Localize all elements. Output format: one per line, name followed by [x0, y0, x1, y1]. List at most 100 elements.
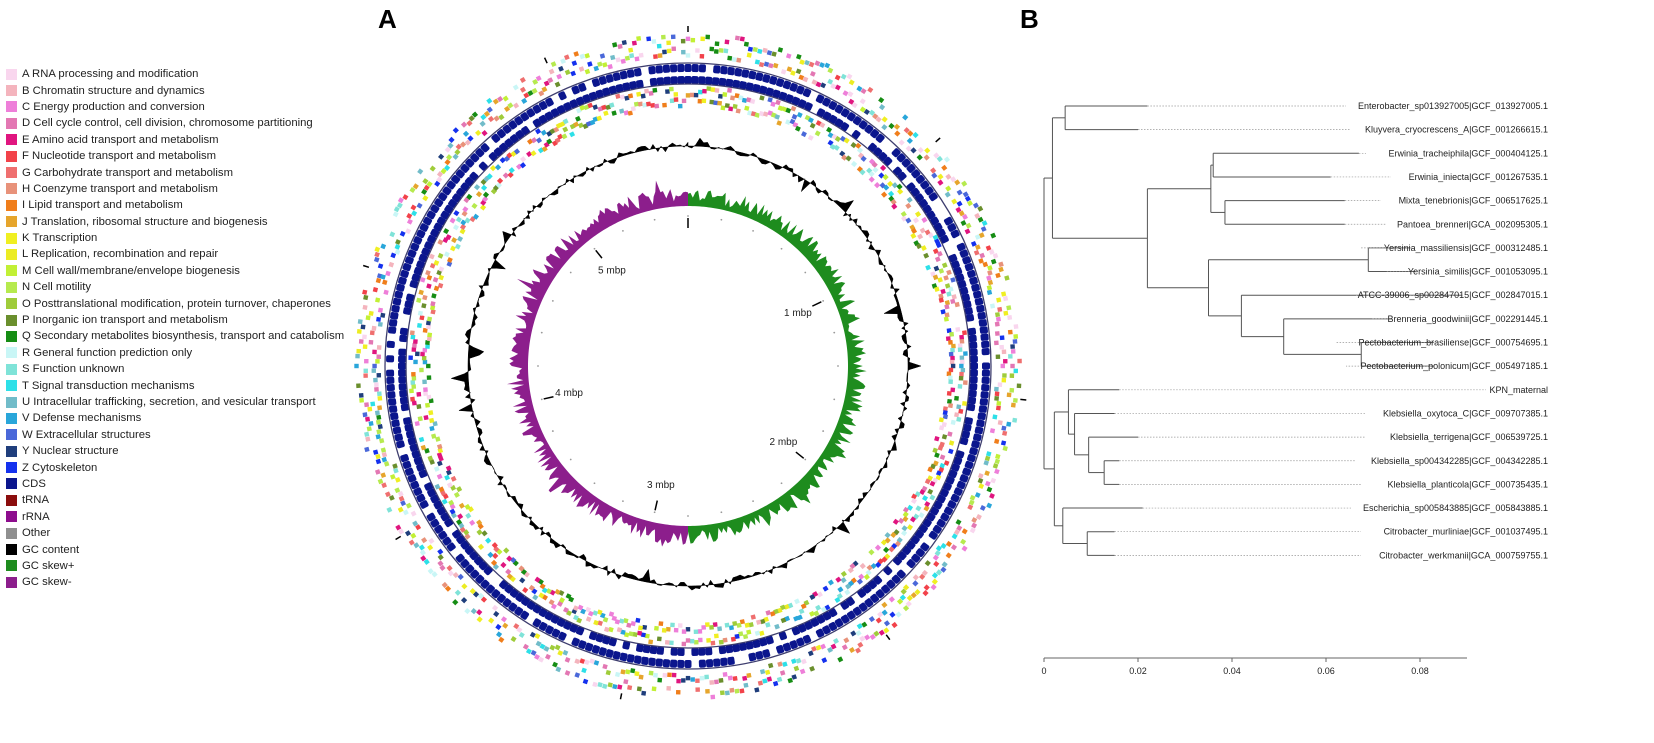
legend-item: C Energy production and conversion — [6, 99, 376, 115]
legend-item: Z Cytoskeleton — [6, 459, 376, 475]
axis-tick-label: 0 — [1041, 666, 1046, 676]
axis-tick-label: 0.04 — [1223, 666, 1241, 676]
legend-label: G Carbohydrate transport and metabolism — [22, 166, 233, 179]
legend-swatch — [6, 298, 17, 310]
legend-label: tRNA — [22, 494, 49, 507]
mbp-tick — [543, 395, 554, 400]
leaf-label: Pectobacterium_brasiliense|GCF_000754695… — [1359, 338, 1548, 348]
legend-swatch — [6, 167, 17, 179]
legend-label: GC content — [22, 543, 80, 556]
mbp-tick — [654, 500, 659, 511]
legend-item: S Function unknown — [6, 361, 376, 377]
axis-tick-label: 0.06 — [1317, 666, 1335, 676]
gc-skew-negative-track — [507, 180, 688, 547]
legend-swatch — [6, 429, 17, 441]
legend-swatch — [6, 527, 17, 539]
legend-label: Y Nuclear structure — [22, 445, 119, 458]
legend-item: F Nucleotide transport and metabolism — [6, 148, 376, 164]
legend-item: E Amino acid transport and metabolism — [6, 132, 376, 148]
cds-ring-forward — [386, 64, 990, 668]
leaf-label: ATCC-39006_sp002847015|GCF_002847015.1 — [1358, 290, 1548, 300]
legend-item: Q Secondary metabolites biosynthesis, tr… — [6, 328, 376, 344]
legend-label: GC skew- — [22, 576, 72, 589]
legend-label: CDS — [22, 477, 46, 490]
cog-ring-forward-inner — [368, 46, 1008, 685]
legend-label: J Translation, ribosomal structure and b… — [22, 215, 268, 228]
legend-label: U Intracellular trafficking, secretion, … — [22, 396, 316, 408]
legend-item: W Extracellular structures — [6, 427, 376, 443]
legend-item: Other — [6, 525, 376, 541]
legend-swatch — [6, 265, 17, 277]
legend-label: K Transcription — [22, 232, 98, 245]
legend-label: S Function unknown — [22, 363, 125, 376]
gc-content-track — [450, 137, 922, 591]
legend-swatch — [6, 347, 17, 359]
legend-item: G Carbohydrate transport and metabolism — [6, 164, 376, 180]
legend-label: Other — [22, 527, 51, 540]
legend-item: U Intracellular trafficking, secretion, … — [6, 394, 376, 410]
leaf-label: Klebsiella_oxytoca_C|GCF_009707385.1 — [1383, 408, 1548, 418]
legend-swatch — [6, 183, 17, 195]
legend-label: L Replication, recombination and repair — [22, 248, 219, 261]
leaf-label: Citrobacter_murliniae|GCF_001037495.1 — [1384, 527, 1548, 537]
legend-item: B Chromatin structure and dynamics — [6, 82, 376, 98]
mbp-label: 4 mbp — [555, 388, 583, 399]
axis-tick-label: 0.08 — [1411, 666, 1429, 676]
mbp-tick — [812, 301, 822, 307]
legend-label: H Coenzyme transport and metabolism — [22, 182, 218, 195]
gc-skew-positive-track — [688, 190, 867, 544]
legend-label: M Cell wall/membrane/envelope biogenesis — [22, 264, 240, 277]
leaf-label: Kluyvera_cryocrescens_A|GCF_001266615.1 — [1365, 125, 1548, 135]
legend-swatch — [6, 199, 17, 211]
legend-label: GC skew+ — [22, 559, 75, 572]
leaf-label: Klebsiella_terrigena|GCF_006539725.1 — [1390, 432, 1548, 442]
leaf-label: Citrobacter_werkmanii|GCA_000759755.1 — [1379, 550, 1548, 560]
legend-swatch — [6, 363, 17, 375]
legend-swatch — [6, 150, 17, 162]
leaf-label: Escherichia_sp005843885|GCF_005843885.1 — [1363, 503, 1548, 513]
legend-item: R General function prediction only — [6, 345, 376, 361]
leaf-label: Erwinia_tracheiphila|GCF_000404125.1 — [1389, 148, 1548, 158]
mbp-label: 1 mbp — [784, 308, 812, 319]
outer-tick-marks — [362, 26, 1027, 700]
legend-label: Z Cytoskeleton — [22, 461, 98, 474]
legend-item: GC content — [6, 541, 376, 557]
cog-ring-forward-outer — [354, 34, 1022, 700]
legend-label: rRNA — [22, 510, 50, 523]
panel-label-b: B — [1020, 4, 1039, 34]
legend-swatch — [6, 462, 17, 474]
legend-swatch — [6, 248, 17, 260]
legend-item: GC skew- — [6, 574, 376, 590]
legend-label: T Signal transduction mechanisms — [22, 379, 195, 392]
mbp-tick — [595, 249, 603, 259]
legend-item: N Cell motility — [6, 279, 376, 295]
legend-item: M Cell wall/membrane/envelope biogenesis — [6, 263, 376, 279]
legend-swatch — [6, 101, 17, 113]
legend-item: CDS — [6, 476, 376, 492]
legend-label: W Extracellular structures — [22, 428, 151, 441]
leaf-label: Klebsiella_planticola|GCF_000735435.1 — [1388, 479, 1548, 489]
legend-item: Y Nuclear structure — [6, 443, 376, 459]
legend-swatch — [6, 380, 17, 392]
leaf-label: Pectobacterium_polonicum|GCF_005497185.1 — [1361, 361, 1548, 371]
tree-leaves: Enterobacter_sp013927005|GCF_013927005.1… — [1114, 101, 1548, 560]
legend-swatch — [6, 330, 17, 342]
mbp-label: 5 mbp — [598, 266, 626, 277]
legend-swatch — [6, 68, 17, 80]
legend-item: L Replication, recombination and repair — [6, 246, 376, 262]
legend-swatch — [6, 544, 17, 556]
tree-branches — [1043, 105, 1463, 556]
legend-swatch — [6, 511, 17, 523]
legend-label: E Amino acid transport and metabolism — [22, 133, 219, 146]
legend-label: V Defense mechanisms — [22, 412, 142, 425]
legend-item: D Cell cycle control, cell division, chr… — [6, 115, 376, 131]
legend-label: Q Secondary metabolites biosynthesis, tr… — [22, 330, 345, 343]
legend-label: D Cell cycle control, cell division, chr… — [22, 117, 313, 130]
leaf-label: Klebsiella_sp004342285|GCF_004342285.1 — [1371, 456, 1548, 466]
legend-item: GC skew+ — [6, 558, 376, 574]
legend-item: I Lipid transport and metabolism — [6, 197, 376, 213]
